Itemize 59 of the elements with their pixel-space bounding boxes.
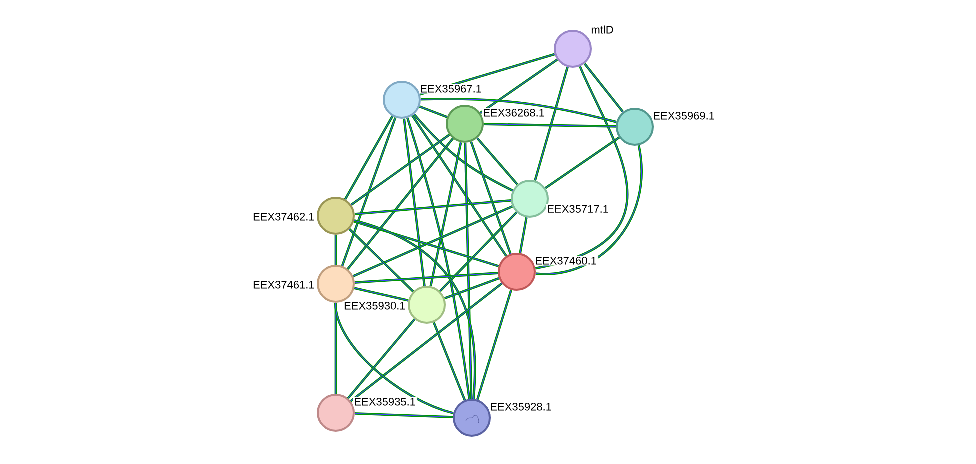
interaction-line bbox=[536, 145, 643, 276]
node-label: EEX35969.1 bbox=[654, 112, 714, 120]
interaction-line bbox=[476, 138, 518, 186]
node-label: EEX35928.1 bbox=[491, 403, 552, 411]
interaction-line bbox=[354, 220, 500, 268]
interaction-line bbox=[535, 66, 628, 270]
interaction-line bbox=[354, 272, 498, 284]
interaction-line bbox=[464, 142, 473, 400]
interaction-line bbox=[334, 234, 338, 266]
node-label: EEX35930.1 bbox=[344, 302, 406, 310]
protein-node: EEX35969.1 bbox=[616, 108, 716, 146]
interaction-line bbox=[420, 98, 617, 124]
interaction-line bbox=[348, 228, 414, 293]
node-label: EEX36268.1 bbox=[484, 109, 544, 117]
interaction-line bbox=[584, 63, 624, 113]
protein-node: EEX37462.1 bbox=[252, 197, 355, 235]
interaction-line bbox=[354, 199, 512, 216]
interaction-line bbox=[347, 138, 454, 270]
node-label: EEX35717.1 bbox=[548, 205, 608, 213]
interaction-line bbox=[430, 142, 462, 287]
interaction-line bbox=[403, 118, 426, 286]
interaction-line bbox=[350, 282, 503, 402]
node-label: EEX35935.1 bbox=[355, 398, 416, 406]
protein-node: EEX35717.1 bbox=[511, 180, 610, 218]
interaction-line bbox=[354, 287, 409, 302]
interaction-line bbox=[352, 206, 514, 278]
interaction-line bbox=[354, 220, 476, 400]
protein-node: EEX35930.1 bbox=[343, 286, 446, 324]
protein-node: EEX35935.1 bbox=[317, 394, 417, 432]
interaction-line bbox=[354, 412, 454, 418]
interaction-line bbox=[341, 117, 397, 267]
protein-node: EEX37460.1 bbox=[498, 253, 598, 291]
interaction-line bbox=[406, 118, 471, 400]
interaction-line bbox=[534, 66, 569, 182]
interaction-line bbox=[334, 302, 454, 415]
interaction-line bbox=[470, 142, 512, 254]
node-label: EEX37461.1 bbox=[254, 281, 314, 289]
interaction-line bbox=[545, 136, 620, 190]
interaction-line bbox=[412, 115, 508, 257]
protein-node: EEX35928.1 bbox=[453, 399, 553, 437]
interaction-line bbox=[484, 123, 616, 128]
interaction-line bbox=[413, 114, 514, 192]
node-label: EEX35967.1 bbox=[421, 85, 482, 93]
interaction-line bbox=[344, 116, 394, 200]
interaction-line bbox=[350, 134, 450, 206]
interaction-line bbox=[347, 318, 416, 400]
protein-node: EEX36268.1 bbox=[446, 105, 546, 143]
interaction-line bbox=[480, 58, 558, 114]
interaction-line bbox=[432, 322, 466, 401]
protein-node: EEX35967.1 bbox=[383, 81, 483, 119]
interaction-line bbox=[476, 290, 513, 400]
interaction-line bbox=[419, 106, 448, 118]
node-label: EEX37462.1 bbox=[254, 213, 314, 221]
interaction-line bbox=[519, 217, 528, 254]
protein-node: mtlD bbox=[554, 24, 615, 68]
node-label: EEX37460.1 bbox=[536, 257, 596, 265]
interaction-line bbox=[439, 212, 518, 292]
node-label: mtlD bbox=[592, 26, 614, 34]
interaction-line bbox=[444, 277, 500, 300]
